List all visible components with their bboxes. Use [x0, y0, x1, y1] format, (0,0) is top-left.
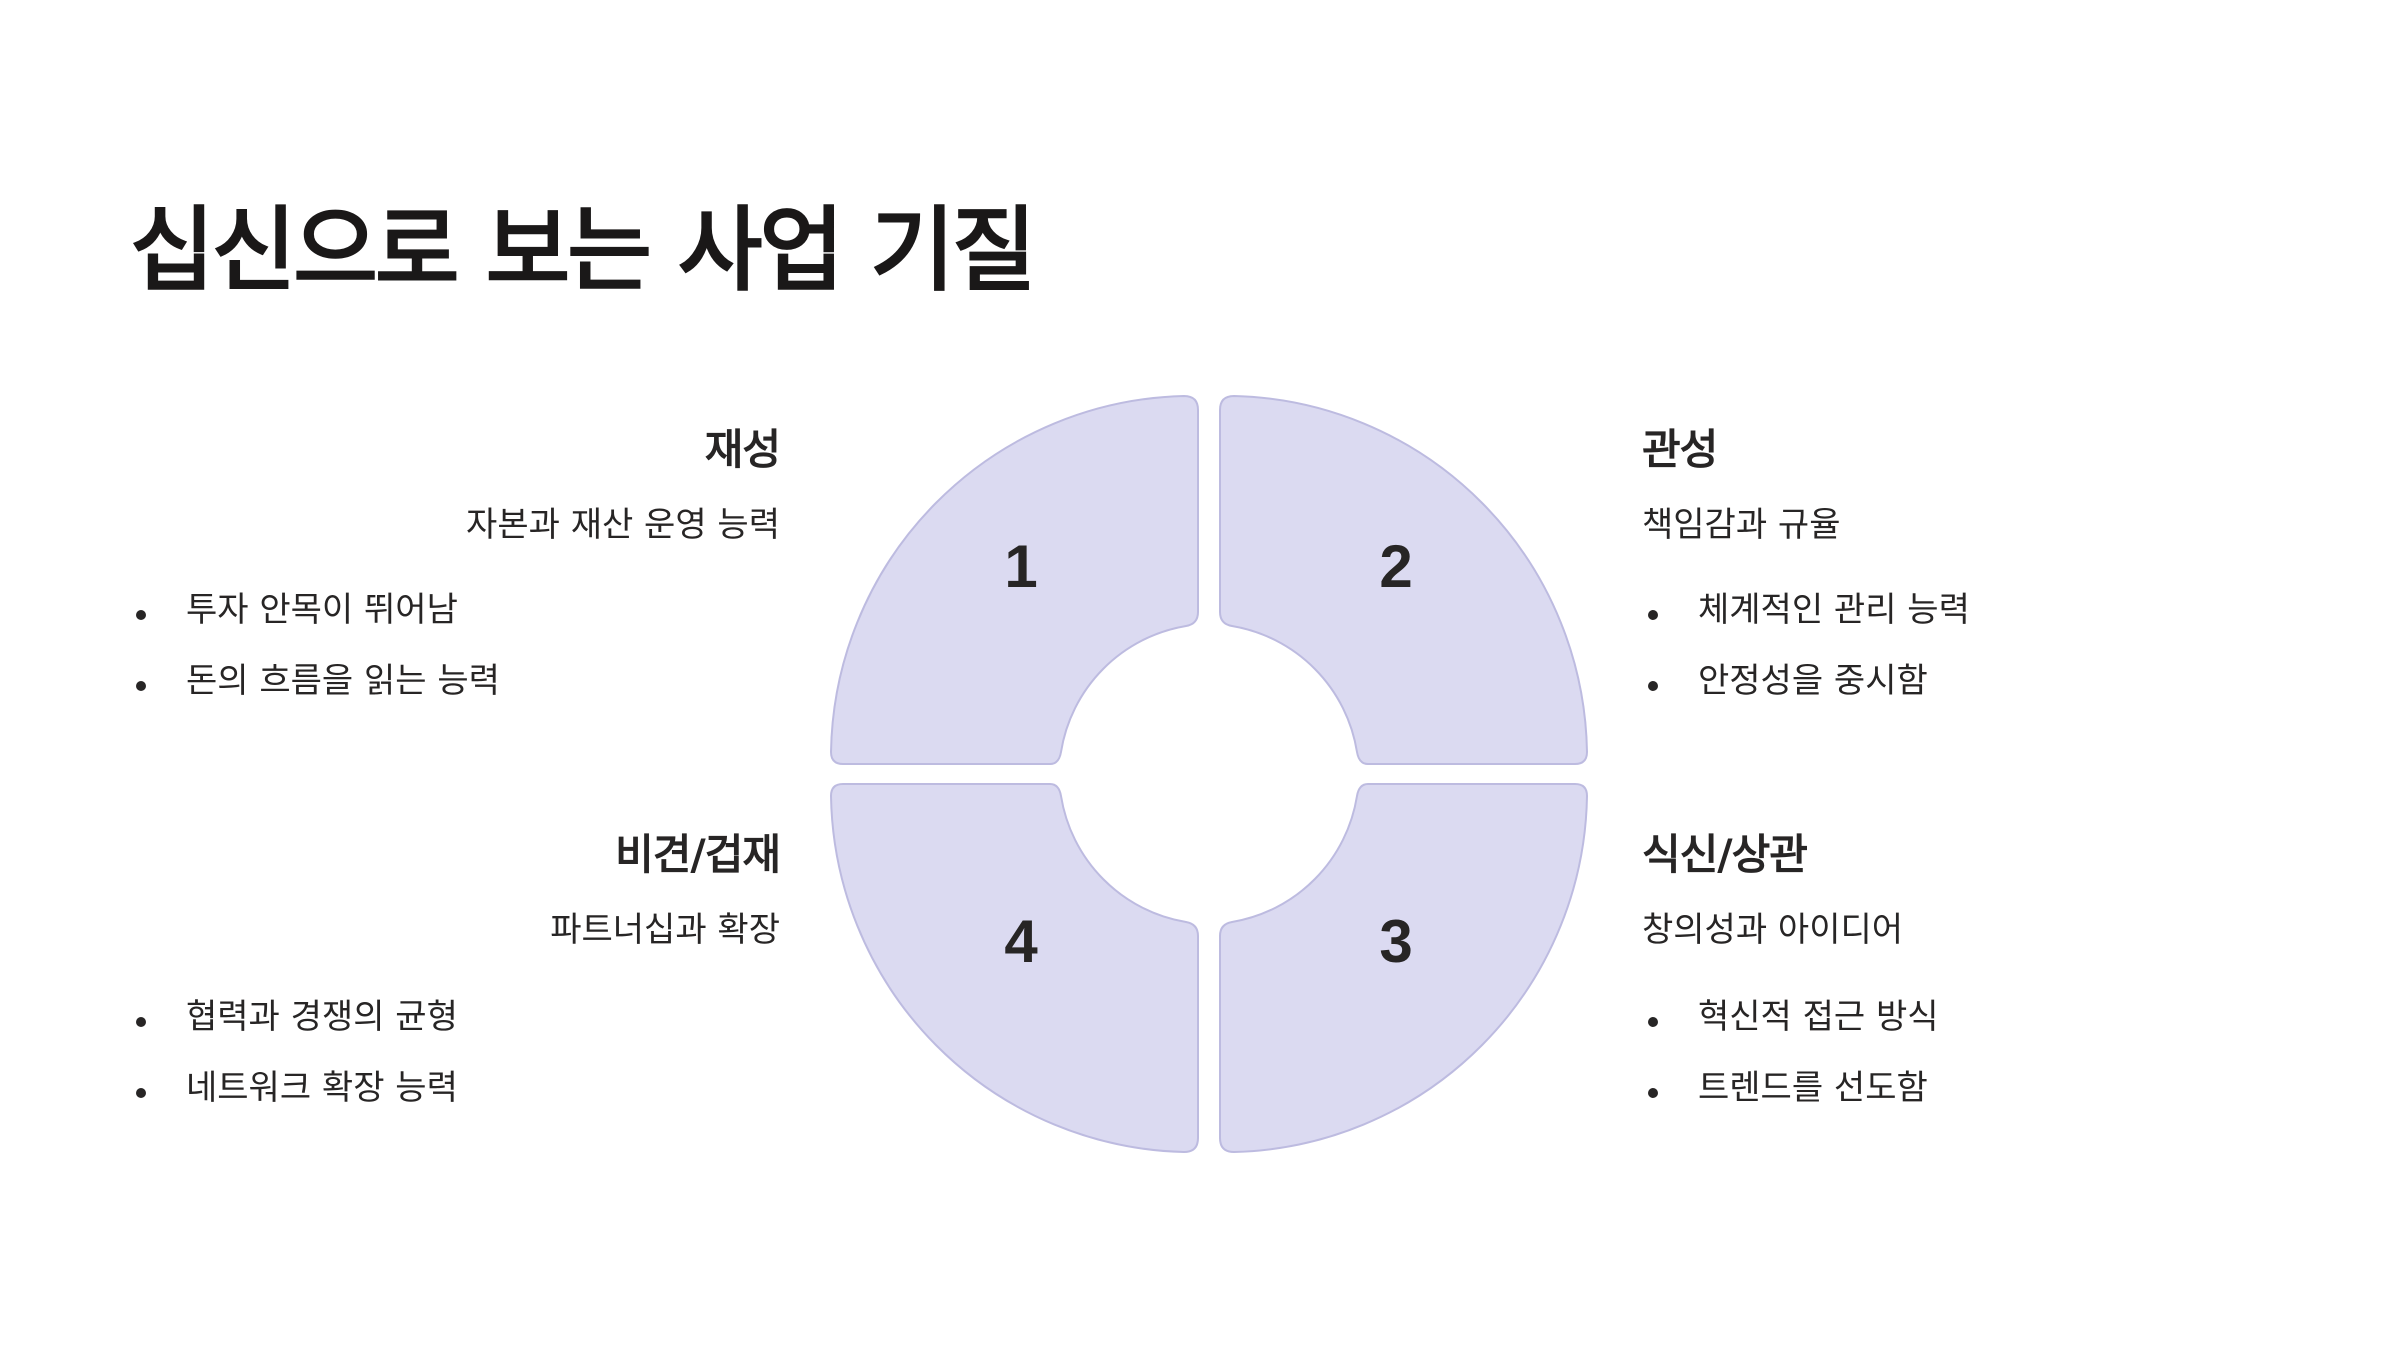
list-item: 협력과 경쟁의 균형: [130, 997, 458, 1038]
list-item: 안정성을 중시함: [1642, 661, 1970, 702]
list-item: 트렌드를 선도함: [1642, 1068, 1939, 1109]
segment-2-number: 2: [1379, 533, 1412, 600]
list-item: 체계적인 관리 능력: [1642, 590, 1970, 631]
list-item: 투자 안목이 뛰어남: [130, 590, 500, 631]
list-item: 네트워크 확장 능력: [130, 1068, 458, 1109]
quadrant-2-subtitle: 책임감과 규율: [1642, 505, 1841, 546]
quadrant-4-text: 비견/겁재 파트너십과 확장: [130, 830, 781, 951]
segment-2: [1219, 394, 1589, 765]
quadrant-1-subtitle: 자본과 재산 운영 능력: [466, 505, 780, 546]
segment-1-number: 1: [1004, 533, 1037, 600]
quadrant-3-text: 식신/상관 창의성과 아이디어: [1642, 830, 2292, 951]
segment-4-number: 4: [1004, 908, 1038, 975]
segment-3-number: 3: [1379, 908, 1412, 975]
segment-4: [829, 783, 1199, 1154]
quadrant-3-bullets: 혁신적 접근 방식 트렌드를 선도함: [1642, 997, 1939, 1139]
quadrant-4-bullets: 협력과 경쟁의 균형 네트워크 확장 능력: [130, 997, 458, 1139]
quadrant-1-bullets: 투자 안목이 뛰어남 돈의 흐름을 읽는 능력: [130, 590, 500, 732]
list-item: 돈의 흐름을 읽는 능력: [130, 661, 500, 702]
quadrant-4-subtitle: 파트너십과 확장: [550, 910, 780, 951]
quadrant-1-text: 재성 자본과 재산 운영 능력: [130, 425, 781, 546]
segment-1: [829, 394, 1199, 765]
quadrant-3-subtitle: 창의성과 아이디어: [1642, 910, 1904, 951]
quadrant-3-title: 식신/상관: [1642, 830, 1808, 879]
page-title: 십신으로 보는 사업 기질: [130, 197, 1036, 304]
quadrant-2-title: 관성: [1642, 425, 1718, 474]
quadrant-2-bullets: 체계적인 관리 능력 안정성을 중시함: [1642, 590, 1970, 732]
quadrant-4-title: 비견/겁재: [615, 830, 781, 879]
list-item: 혁신적 접근 방식: [1642, 997, 1939, 1038]
quadrant-2-text: 관성 책임감과 규율: [1642, 425, 2292, 546]
segment-3: [1219, 783, 1589, 1154]
quadrant-1-title: 재성: [704, 425, 781, 474]
